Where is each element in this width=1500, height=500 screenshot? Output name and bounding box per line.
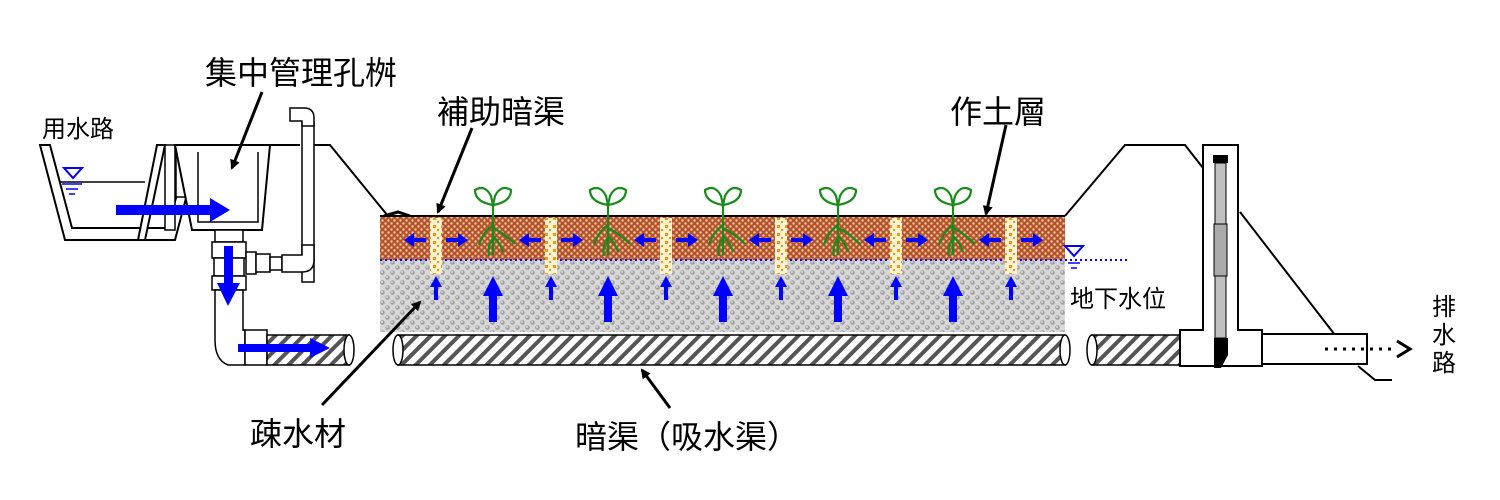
label-topsoil: 作土層: [950, 93, 1046, 131]
plant-icon: [588, 186, 631, 257]
large-up-arrow: [483, 276, 503, 322]
main-drain-pipe: [392, 334, 1071, 366]
lateral-arrow-right: [791, 233, 813, 247]
large-up-arrow: [943, 276, 963, 322]
left-embankment: [314, 144, 389, 217]
lateral-arrow-left: [749, 233, 771, 247]
aux-drain-column: [545, 218, 557, 274]
aux-drain-column: [1005, 218, 1017, 274]
lateral-arrow-right: [1021, 233, 1043, 247]
lateral-arrow-right: [906, 233, 928, 247]
large-up-arrow: [828, 276, 848, 322]
label-control-box: 集中管理孔桝: [205, 54, 397, 92]
field-layers: [380, 186, 1130, 360]
aux-drain-column: [430, 218, 442, 274]
lateral-arrow-right: [561, 233, 583, 247]
lateral-arrow-left: [519, 233, 541, 247]
outlet-structure: [1062, 144, 1413, 381]
lateral-arrow-left: [979, 233, 1001, 247]
small-up-arrow: [545, 276, 557, 300]
plant-icon: [473, 186, 516, 257]
plant-icon: [933, 186, 976, 257]
small-up-arrow: [890, 276, 902, 300]
label-filter-material: 疎水材: [250, 415, 346, 453]
small-up-arrow: [660, 276, 672, 300]
small-up-arrow: [775, 276, 787, 300]
plant-icon: [818, 186, 861, 257]
aux-drain-column: [890, 218, 902, 274]
aux-drain-column: [775, 218, 787, 274]
water-level-icon-right: [1062, 245, 1086, 269]
lateral-arrow-left: [634, 233, 656, 247]
flow-arrows-inlet: [116, 198, 330, 358]
lateral-arrow-right: [446, 233, 468, 247]
aux-drain-column: [660, 218, 672, 274]
label-groundwater: 地下水位: [1070, 285, 1166, 313]
large-up-arrow: [713, 276, 733, 322]
lateral-arrow-right: [676, 233, 698, 247]
large-up-arrow: [598, 276, 618, 322]
label-irrigation-canal: 用水路: [42, 115, 114, 143]
label-outlet-1: 排: [1432, 293, 1456, 321]
label-outlet-2: 水: [1432, 321, 1456, 349]
label-aux-drain: 補助暗渠: [437, 93, 565, 131]
lateral-arrow-left: [864, 233, 886, 247]
label-main-drain: 暗渠（吸水渠）: [575, 418, 799, 456]
lateral-arrow-left: [404, 233, 426, 247]
plant-icon: [703, 186, 746, 257]
leader-lines: [230, 91, 1008, 409]
small-up-arrow: [430, 276, 442, 300]
water-level-icon: [61, 167, 85, 195]
label-outlet-3: 路: [1432, 349, 1456, 377]
small-up-arrow: [1005, 276, 1017, 300]
